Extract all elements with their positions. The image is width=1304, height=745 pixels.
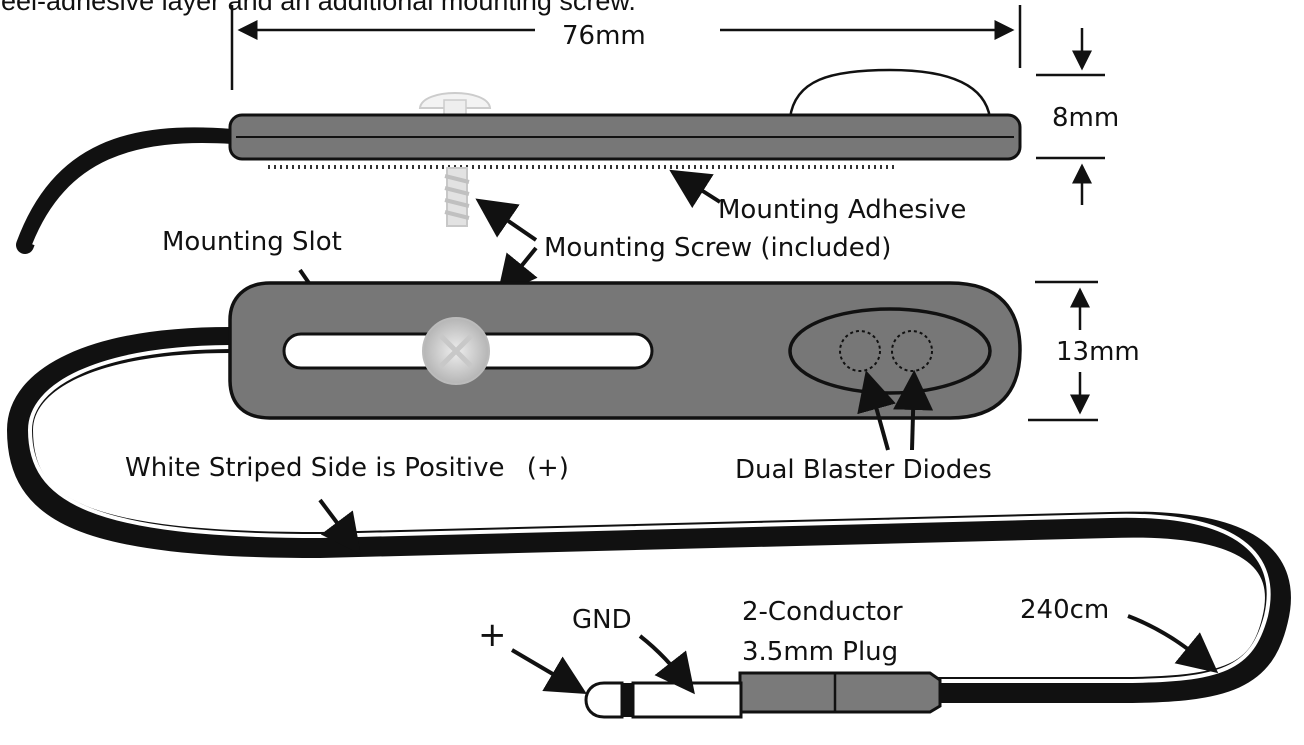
dual-diodes-label: Dual Blaster Diodes [735, 455, 992, 485]
width-label: 13mm [1056, 337, 1140, 367]
plug-label-line1: 2-Conductor [742, 597, 903, 627]
emitter-top-view [228, 281, 1022, 420]
plug-label-line2: 3.5mm Plug [742, 637, 898, 667]
mounting-adhesive-label: Mounting Adhesive [718, 195, 966, 225]
white-striped-text: White Striped Side is Positive [125, 453, 505, 483]
height-label: 8mm [1052, 103, 1119, 133]
gnd-label: GND [572, 605, 632, 635]
cable [7, 327, 1291, 703]
plug-housing [738, 671, 942, 714]
plug-sleeve [631, 681, 743, 719]
plus-arrow [510, 648, 587, 695]
diode-arrow-right [893, 370, 934, 451]
white-striped-label: White Striped Side is Positive (+) [125, 453, 569, 483]
plug-tip [584, 681, 624, 719]
mounting-screw-arrow-upper [475, 198, 538, 242]
height-dimension: 8mm [1036, 28, 1119, 205]
mounting-screw-label: Mounting Screw (included) [544, 233, 891, 263]
white-striped-arrow [318, 498, 361, 555]
mounting-slot-label: Mounting Slot [162, 227, 342, 257]
screw-threads [444, 167, 470, 227]
audio-plug [584, 671, 942, 719]
length-label: 76mm [562, 21, 646, 51]
mounting-adhesive-arrow [669, 169, 722, 209]
width-dimension: 13mm [1028, 280, 1140, 422]
cable-length-arrow [1127, 614, 1219, 674]
diode-arrow-left [857, 370, 896, 451]
positive-symbol: (+) [527, 453, 569, 483]
emitter-side-view [16, 68, 1022, 254]
gnd-arrow [638, 634, 695, 695]
length-dimension: 76mm [230, 5, 1022, 90]
plus-label: + [478, 615, 507, 655]
white-stripe [27, 345, 1271, 683]
caption-text: peel-adhesive layer and an additional mo… [0, 0, 636, 16]
dome-shape [788, 68, 992, 120]
plug-insulator [622, 683, 634, 717]
diode-window [788, 307, 992, 395]
cable-length-label: 240cm [1020, 595, 1109, 625]
